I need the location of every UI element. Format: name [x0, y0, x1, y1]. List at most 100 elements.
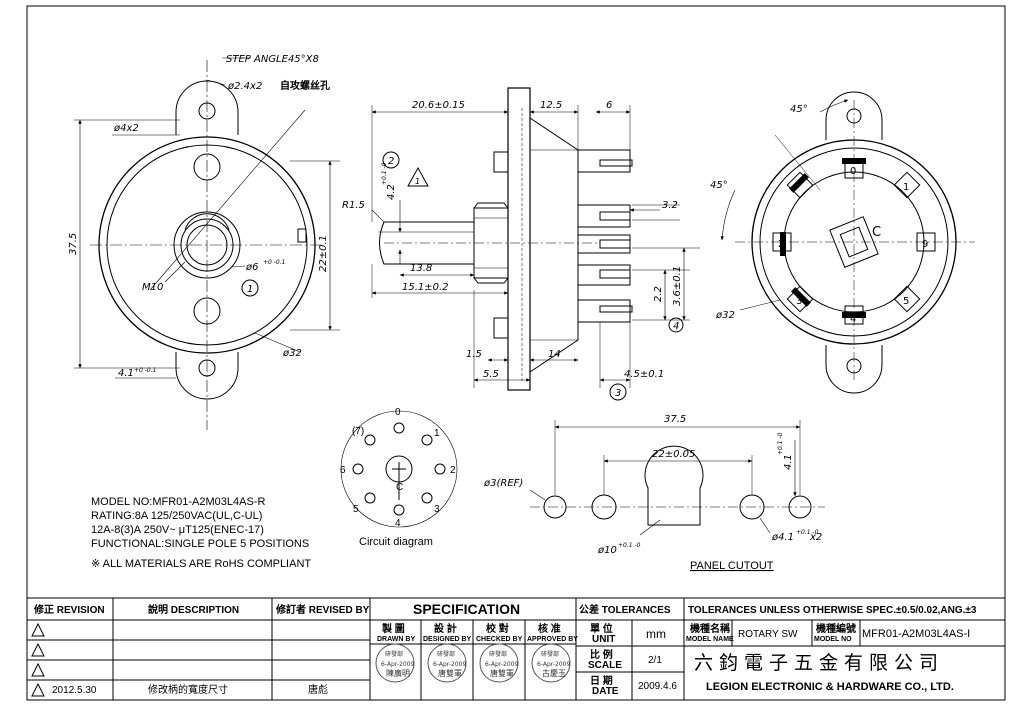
term-3-label: 3: [796, 296, 802, 307]
panel-labels: 37.5 22±0.05 4.1 +0.1 -0 ø3(REF) ø10 +0.…: [483, 414, 822, 572]
drawn-en: DRAWN BY: [377, 636, 415, 643]
shaft-hole-label: ø6: [245, 262, 258, 273]
pin-3-2-label: 3.2: [662, 200, 678, 211]
note-functional: FUNCTIONAL:SINGLE POLE 5 POSITIONS: [91, 538, 309, 550]
stamp-date-2: 6-Apr-2009: [433, 661, 466, 668]
signature-stamps: [375, 643, 571, 683]
mark-2-label: 2: [388, 156, 394, 167]
stamp-org-1: 研發部: [385, 650, 403, 658]
stamp-date-1: 6-Apr-2009: [381, 661, 414, 668]
date-zh: 日 期: [590, 674, 613, 687]
rev-desc: 修改柄的寬度尺寸: [148, 683, 228, 696]
note-rohs: ※ ALL MATERIALS ARE RoHS COMPLIANT: [91, 558, 311, 570]
len-14-label: 14: [548, 349, 561, 360]
circuit-diagram: [340, 410, 458, 528]
model-no-en: MODEL NO: [814, 636, 852, 643]
panel-side-hole-count: x2: [809, 532, 822, 543]
panel-cutout: [529, 420, 825, 536]
term-2-label: 2: [778, 239, 784, 250]
approved-name: 古慶玉: [542, 668, 566, 678]
panel-side-hole-tol: +0.1 -0: [796, 529, 819, 536]
circuit-label-2: 2: [450, 465, 456, 476]
circuit-labels: 0 1 2 3 4 5 6 (7) C Circuit diagram: [340, 407, 456, 548]
stamp-org-3: 研發部: [489, 650, 507, 658]
tolerances-label: 公差 TOLERANCES: [579, 603, 671, 616]
side-view-labels: 20.6±0.15 12.5 6 2 1 4.2 +0.1 -0 R1.5 13…: [342, 100, 684, 401]
drawn-zh: 製 圖: [381, 622, 405, 635]
flat-4-2-tol: +0.1 -0: [381, 162, 388, 185]
scale-value: 2/1: [648, 655, 662, 666]
circuit-label-6: 6: [340, 465, 346, 476]
shaft-hole-tol: +0 -0.1: [263, 259, 285, 266]
mark-4-circle: [668, 317, 684, 333]
circuit-caption: Circuit diagram: [359, 536, 433, 548]
m10-label: M10: [142, 282, 163, 293]
panel-h-4-1-tol: +0.1 -0: [777, 432, 784, 455]
rev-date: 2012.5.30: [52, 685, 97, 696]
circuit-label-4: 4: [395, 518, 401, 529]
step-angle-label: STEP ANGLE45°X8: [226, 54, 319, 65]
rear-view-labels: 45° 45° ø32 0 1 2 3 4 5 9 C: [710, 104, 928, 325]
len-13-8-label: 13.8: [410, 263, 432, 274]
company-name-zh: 六鈞電子五金有限公司: [694, 652, 944, 674]
angle-45-top-label: 45°: [790, 104, 808, 115]
dia-32-right-label: ø32: [715, 310, 735, 321]
model-name-en: MODEL NAME: [686, 636, 734, 643]
scale-en: SCALE: [588, 660, 622, 671]
title-block-grid: [26, 597, 1006, 701]
designed-name: 唐雙軍: [438, 668, 462, 678]
designed-en: DESIGNED BY: [423, 636, 472, 643]
mark-3-label: 3: [615, 388, 621, 399]
dia-32-left-label: ø32: [282, 348, 302, 359]
hole-2-4-label: ø2.4x2: [227, 81, 262, 92]
panel-side-hole: ø4.1: [771, 532, 794, 543]
model-name-value: ROTARY SW: [738, 629, 798, 640]
dia-22-label: 22±0.1: [318, 235, 329, 272]
approved-zh: 核 准: [538, 622, 561, 635]
circuit-label-1: 1: [434, 428, 440, 439]
stamp-org-2: 研發部: [437, 650, 455, 658]
rear-view-bars: [780, 158, 866, 318]
len-1-5-label: 1.5: [466, 349, 482, 360]
company-name-en: LEGION ELECTRONIC & HARDWARE CO., LTD.: [706, 681, 954, 693]
revision-triangles: [31, 622, 45, 697]
approved-en: APPROVED BY: [527, 636, 578, 643]
tab-4-1-label: 4.1: [118, 368, 134, 379]
hole-2-4-note: 自攻螺丝孔: [280, 79, 330, 92]
angle-45-left-label: 45°: [710, 180, 728, 191]
front-view-labels: STEP ANGLE45°X8 ø2.4x2 自攻螺丝孔 ø4x2 37.5 M…: [68, 54, 330, 379]
len-12-5-label: 12.5: [540, 100, 562, 111]
mark-4-label: 4: [673, 321, 679, 332]
circuit-label-3: 3: [434, 504, 440, 515]
date-value: 2009.4.6: [638, 681, 677, 692]
unit-value: mm: [646, 627, 666, 641]
panel-ref: ø3(REF): [483, 478, 523, 489]
circuit-label-5: 5: [353, 504, 359, 515]
model-name-zh: 機種名稱: [690, 622, 730, 635]
mark-1-label: 1: [247, 284, 253, 295]
mark-1-triangle: [407, 166, 429, 187]
specification-title: SPECIFICATION: [413, 601, 520, 617]
mark-1-circle: [241, 279, 259, 297]
term-1-label: 1: [903, 182, 909, 193]
model-no-zh: 機種編號: [816, 622, 856, 635]
rev-header: 修正 REVISION: [33, 603, 105, 616]
mark-3-circle: [609, 383, 627, 401]
triangle-1-label: 1: [415, 177, 420, 186]
desc-header: 說明 DESCRIPTION: [148, 603, 239, 616]
note-rating2: 12A-8(3)A 250V~ μT125(ENEC-17): [91, 524, 264, 536]
date-en: DATE: [592, 686, 619, 697]
len-4-5-label: 4.5±0.1: [624, 369, 664, 380]
tab-4-1-tol: +0 -0.1: [134, 367, 156, 374]
note-rating1: RATING:8A 125/250VAC(UL,C-UL): [91, 510, 262, 522]
notes-block: MODEL NO:MFR01-A2M03L4AS-R RATING:8A 125…: [91, 496, 311, 570]
hole-4-label: ø4x2: [113, 123, 139, 134]
rear-view: [720, 91, 975, 394]
checked-en: CHECKED BY: [476, 636, 523, 643]
checked-name: 唐雙軍: [490, 668, 514, 678]
len-15-1-label: 15.1±0.2: [402, 282, 449, 293]
stamp-date-4: 6-Apr-2009: [537, 661, 570, 668]
term-9-label: 9: [922, 239, 928, 250]
